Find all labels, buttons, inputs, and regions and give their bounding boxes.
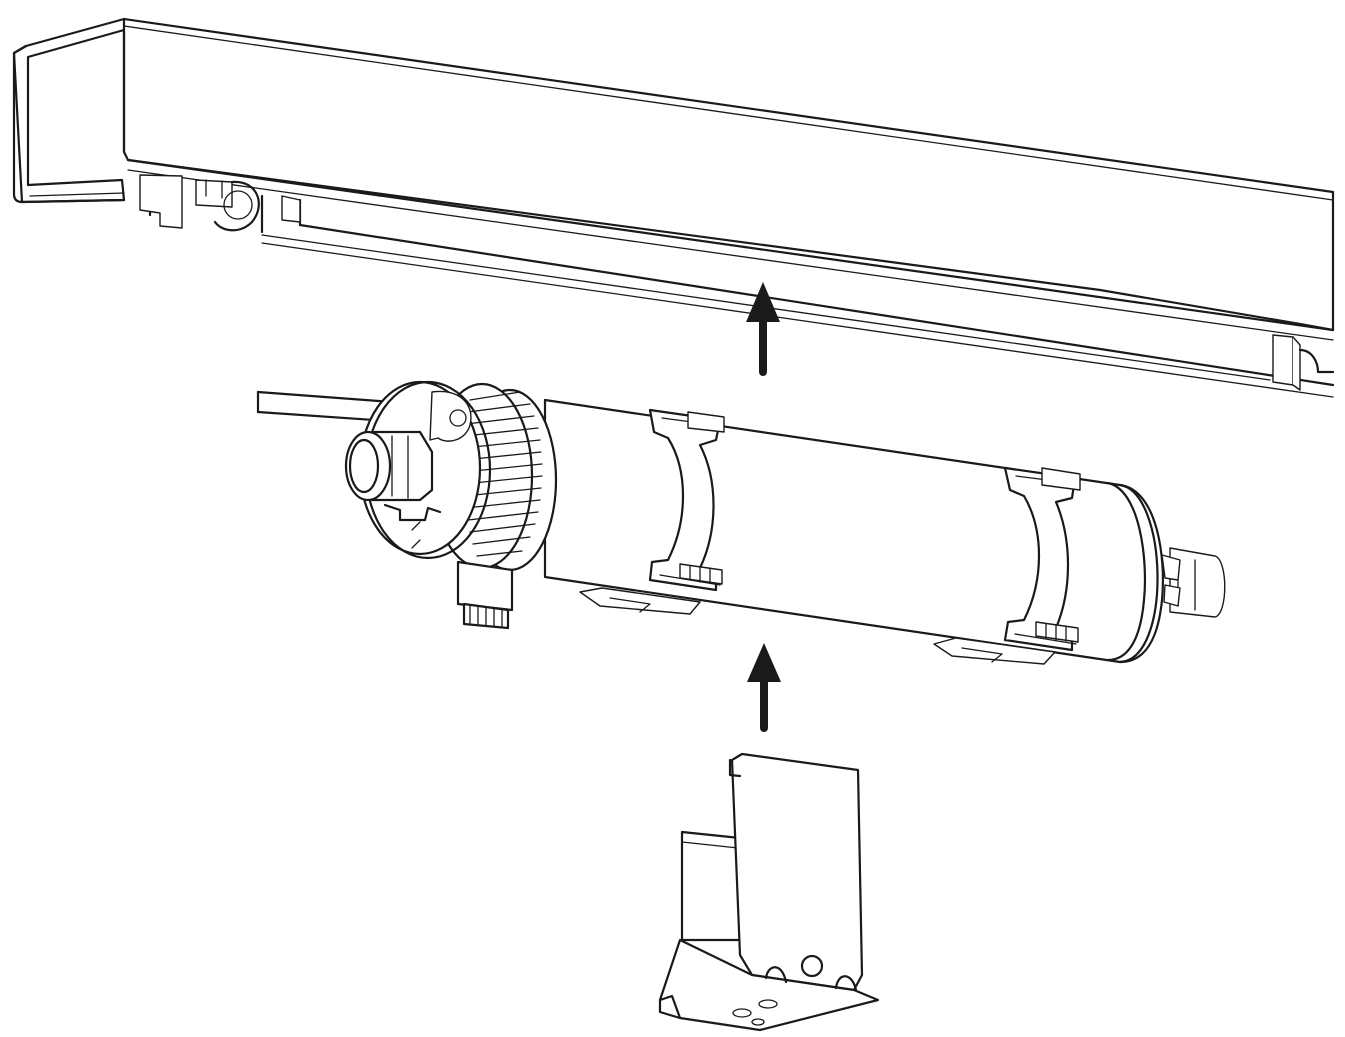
arrow-up-upper: [746, 282, 780, 376]
bracket-back-plate: [680, 830, 742, 942]
motor-clip-rear: [933, 466, 1081, 665]
rail-carriage: [139, 174, 301, 232]
rail-track: [12, 17, 1335, 398]
motor-drive-head: [358, 380, 558, 572]
mounting-bracket: [658, 752, 880, 1032]
rail-main-face: [12, 17, 1335, 332]
bracket-hole-large: [800, 954, 824, 978]
bracket-slot-2: [758, 999, 778, 1009]
bracket-slot-1: [732, 1008, 752, 1018]
tubular-motor: [344, 380, 1226, 665]
motor-shaft: [344, 430, 434, 502]
rail-end-stopper: [1272, 334, 1335, 391]
rail-channel-upper-inner: [127, 169, 1334, 341]
knurl-teeth: [463, 391, 543, 557]
motor-end-ring: [1106, 481, 1147, 662]
rail-channel-upper: [126, 158, 1335, 332]
bracket-notches: [764, 966, 858, 992]
motor-tube-end: [1118, 483, 1165, 664]
motor-rear-plug: [1161, 547, 1226, 618]
rail-end-cap: [12, 17, 126, 204]
arrow-up-lower: [747, 643, 781, 732]
motor-clip-front: [579, 408, 725, 615]
bracket-front-plate: [730, 752, 864, 992]
rail-top-edge: [123, 25, 1334, 201]
rail-channel-lower: [20, 198, 1335, 387]
motor-connector: [456, 560, 514, 630]
